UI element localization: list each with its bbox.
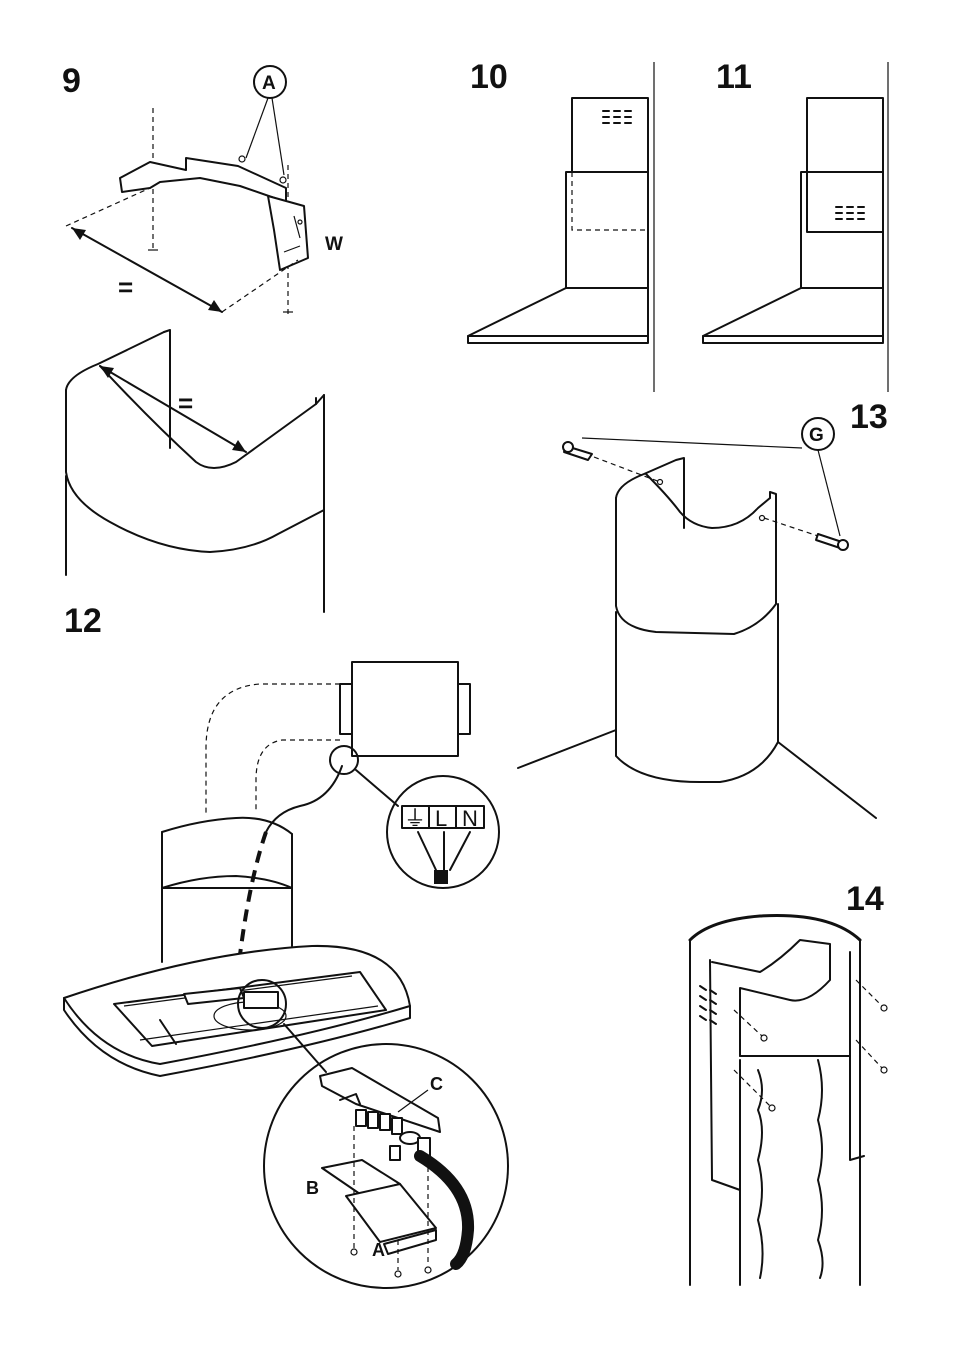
screw-3 [425,1267,431,1273]
vent-slots-10 [603,111,631,123]
screw-hole-left [658,480,663,485]
callout-g-leader-2 [818,450,840,536]
wall-bracket-side [268,196,308,270]
callout-g-label: G [809,425,824,446]
terminal-l: L [435,806,447,831]
step-10-chimney-diagram: 10 [468,58,654,392]
vent-slots-11 [836,207,864,219]
power-cable [266,766,342,832]
step-number-14: 14 [846,880,884,918]
screw-g-left [563,442,592,460]
screw-path-right [764,518,818,536]
floor-line-right [778,742,876,818]
label-c: C [430,1074,443,1094]
step-11-chimney-diagram: 11 [703,58,888,392]
upper-chimney-10 [572,98,648,172]
screw-a-left [239,156,245,162]
motor-flange-left [340,684,352,734]
screw-a-right [280,177,286,183]
equal-sign-1: = [118,272,133,302]
duct-outer-dashed [206,684,340,814]
step-14-chimney-column: 14 [690,880,887,1285]
column-right-inner [850,952,864,1160]
earth-wire [418,832,436,870]
column-screws [734,980,887,1111]
magnify-leader [356,770,398,806]
step-number-10: 10 [470,58,508,96]
lower-chimney-11 [801,172,883,288]
callout-a-label: A [262,73,276,94]
upper-chimney-11 [807,98,883,232]
hood-base-11 [703,336,883,343]
guide-line-left [66,188,150,226]
floor-line-left [518,730,616,768]
step-13-chimney-fixing: 13 G [518,398,888,818]
step-number-13: 13 [850,398,888,436]
cable-sheath [434,870,448,884]
chimney-upper-12 [162,832,292,888]
mains-cable [420,1156,468,1264]
vent-slots-14 [700,986,716,1024]
neutral-wire [450,832,470,870]
label-a-detail: A [372,1240,385,1260]
inner-measure-arrow [100,366,246,452]
chimney-top-edge [100,366,324,468]
chimney-joint-12 [162,876,292,888]
callout-a-leader-right [272,98,284,175]
column-top-rim [690,916,860,941]
chimney-front [66,390,324,552]
hidden-overlap-11 [807,172,883,232]
callout-a-leader-left [246,98,268,158]
upper-column-rim [646,474,770,528]
chimney-inner-edge [164,330,170,448]
hood-canopy-11 [703,288,883,336]
wall-bracket-top [120,158,286,202]
column-left-inner [710,960,740,1285]
chimney-top-12 [162,818,292,834]
step-number-11: 11 [716,58,752,96]
flexible-duct-left [758,1070,763,1278]
label-b: B [306,1178,319,1198]
screw-1 [351,1249,357,1255]
junction-circle [330,746,358,774]
motor-box [352,662,458,756]
screw-hole-right [760,516,765,521]
step-12-electrical-connection: 12 ⏚ L N [64,602,508,1288]
terminal-earth: ⏚ [404,806,426,831]
hood-canopy-10 [468,288,648,336]
step-number-12: 12 [64,602,102,640]
connector-block-small [244,992,278,1008]
clamp-screw [390,1146,400,1160]
label-w: W [325,234,343,255]
screw-g-right [816,534,848,550]
equal-sign-2: = [178,388,193,418]
step-number-9: 9 [62,62,81,100]
step-9-bracket-diagram: 9 A W = = [62,62,343,612]
hidden-overlap-10 [572,172,648,230]
duct-inner-dashed [256,740,340,810]
distance-arrow [72,228,222,312]
flexible-duct-right [818,1060,823,1278]
callout-g-leader-1 [582,438,802,448]
duct-top [712,940,830,1056]
hood-base-10 [468,336,648,343]
upper-column-left [616,458,684,528]
motor-flange-right [458,684,470,734]
lower-column-front [616,604,778,782]
terminal-n: N [462,806,478,831]
screw-2 [395,1271,401,1277]
